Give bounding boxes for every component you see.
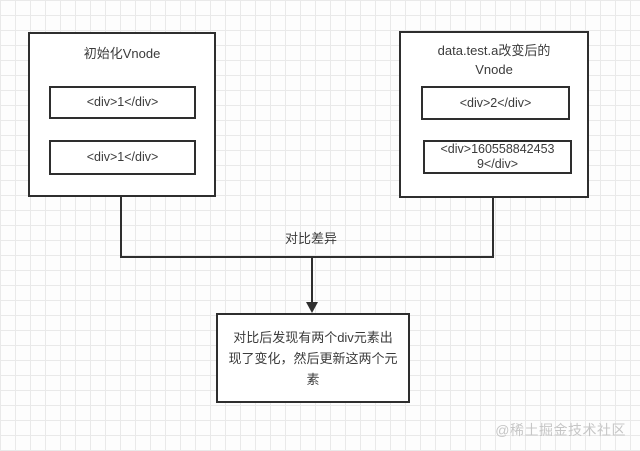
initial-vnode-child-2: <div>1</div>	[49, 140, 196, 175]
node-changed-title-line-2: Vnode	[475, 62, 513, 77]
node-initial-title: 初始化Vnode	[83, 46, 161, 61]
edge-left-vertical-line	[120, 196, 122, 258]
edge-right-vertical-line	[492, 197, 494, 258]
node-changed-title-line-1: data.test.a改变后的	[437, 43, 551, 58]
changed-vnode-child-1: <div>2</div>	[421, 86, 570, 120]
arrow-down-icon	[306, 302, 318, 313]
node-changed-vnode: data.test.a改变后的 Vnode <div>2</div> <div>…	[399, 31, 589, 198]
node-changed-title: data.test.a改变后的 Vnode	[401, 41, 587, 79]
changed-vnode-child-2-line-1: <div>160558842453	[440, 142, 555, 156]
edge-compare-label: 对比差异	[284, 231, 337, 246]
edge-arrow-shaft	[311, 258, 313, 303]
result-line-2: 现了变化，然后更新这两个元	[228, 350, 398, 366]
result-line-1: 对比后发现有两个div元素出	[233, 329, 393, 345]
node-diff-result: 对比后发现有两个div元素出 现了变化，然后更新这两个元 素	[216, 313, 410, 403]
initial-vnode-child-1: <div>1</div>	[49, 86, 196, 119]
result-line-3: 素	[306, 371, 320, 387]
changed-vnode-child-2: <div>160558842453 9</div>	[423, 140, 572, 174]
edge-horizontal-line	[120, 256, 494, 258]
juejin-watermark: @稀土掘金技术社区	[495, 422, 626, 438]
changed-vnode-child-2-line-2: 9</div>	[476, 157, 518, 171]
node-initial-vnode: 初始化Vnode <div>1</div> <div>1</div>	[28, 32, 216, 197]
